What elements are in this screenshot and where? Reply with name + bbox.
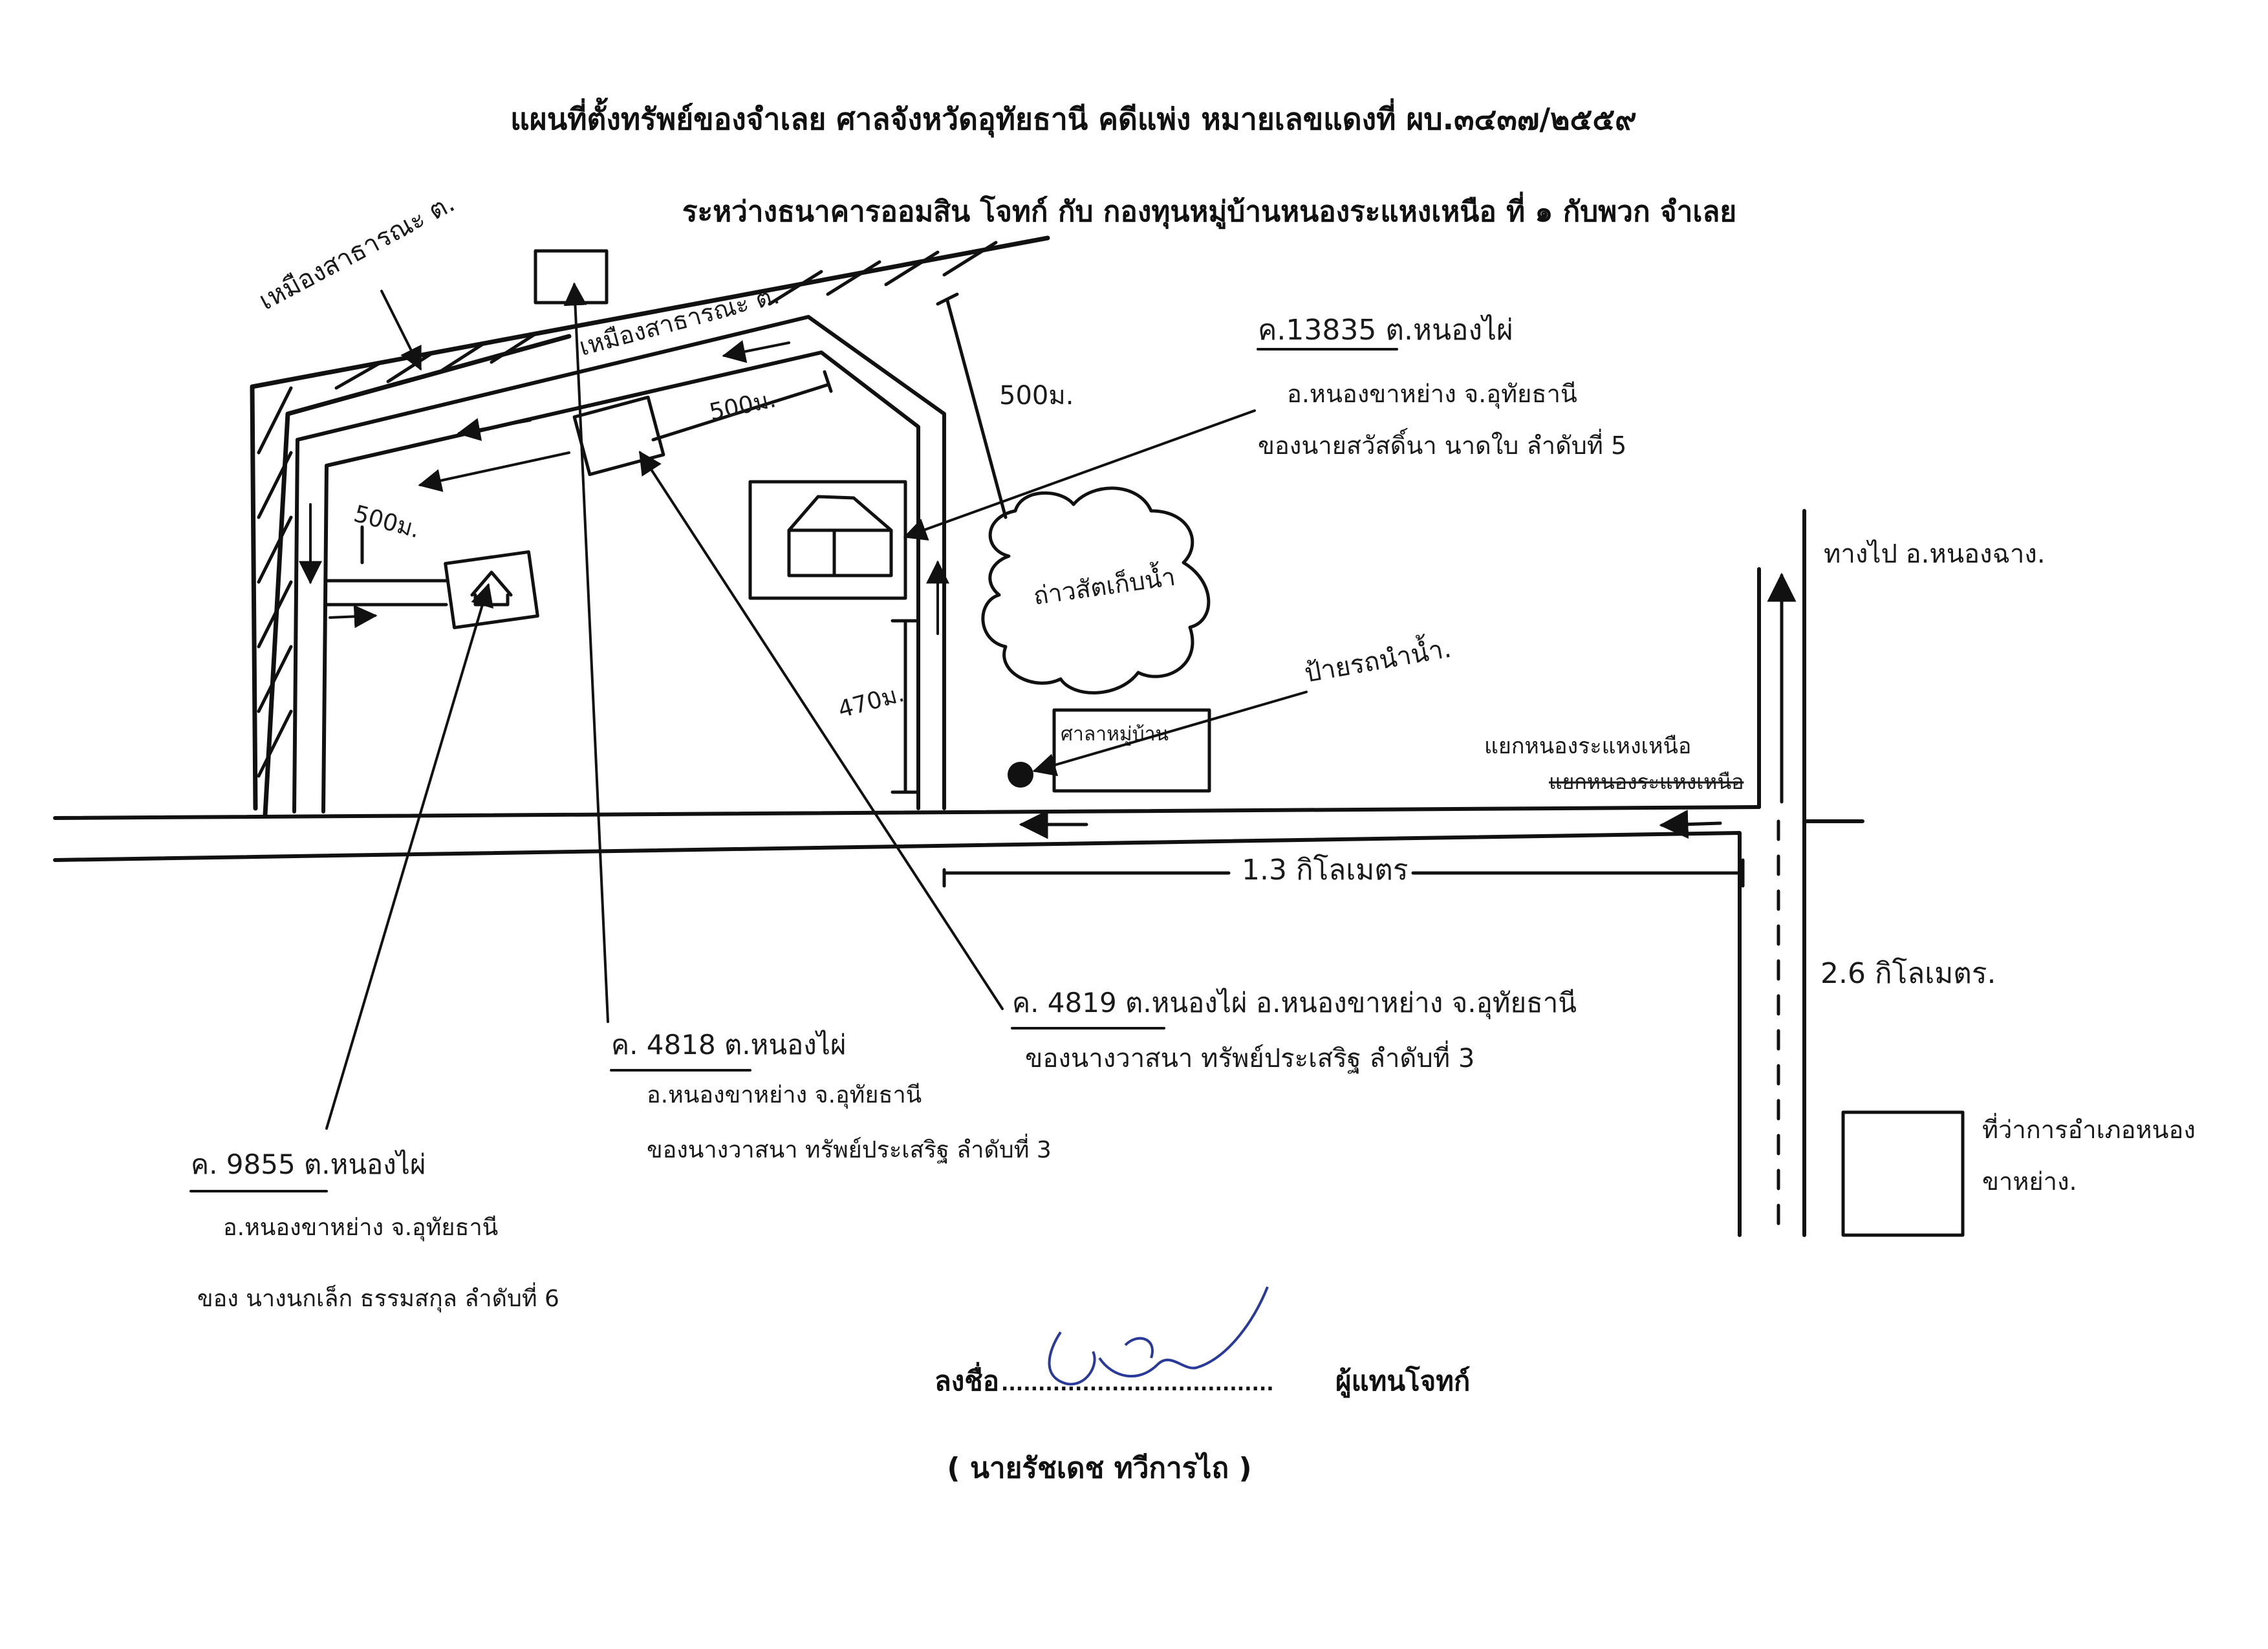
parcel-4819-line2: ของนางวาสนา ทรัพย์ประเสริฐ ลำดับที่ 3 (1025, 1040, 1474, 1074)
parcel-box-13835 (748, 480, 907, 600)
parcel-4818-line3: ของนางวาสนา ทรัพย์ประเสริฐ ลำดับที่ 3 (647, 1134, 1052, 1164)
parcel-box-9855 (444, 550, 539, 630)
signature-block: ลงชื่อ .................................… (934, 1286, 1470, 1485)
dist-470-label: 470ม. (836, 680, 907, 723)
parcel-caption-4818: ค. 4818 ต.หนองไผ่ อ.หนองขาหย่าง จ.อุทัยธ… (610, 1029, 1052, 1164)
bus-stop: ป้ายรถนำน้ำ. (1008, 629, 1454, 788)
parcel-13835-line3: ของนายสวัสดิ์นา นาดใบ ลำดับที่ 5 (1258, 427, 1626, 460)
water-tank-label: ถ่าวสัตเก็บน้ำ (1031, 559, 1177, 610)
parcel-box-4819 (572, 395, 665, 477)
signer-name: ( นายรัชเดช ทวีการไถ ) (947, 1451, 1251, 1485)
page-title: แผนที่ตั้งทรัพย์ของจำเลย ศาลจังหวัดอุทัย… (510, 97, 1637, 138)
dist-1-3-label: 1.3 กิโลเมตร (1242, 854, 1408, 887)
parcel-4818-line2: อ.หนองขาหย่าง จ.อุทัยธานี (647, 1082, 922, 1109)
parcel-4819-line1: ค. 4819 ต.หนองไผ่ อ.หนองขาหย่าง จ.อุทัยธ… (1012, 987, 1577, 1020)
parcel-9855-line1: ค. 9855 ต.หนองไผ่ (191, 1148, 426, 1180)
signature-prefix: ลงชื่อ (934, 1362, 999, 1397)
district-office-line2: ขาหย่าง. (1982, 1167, 2077, 1196)
parcel-caption-9855: ค. 9855 ต.หนองไผ่ อ.หนองขาหย่าง จ.อุทัยธ… (189, 1148, 559, 1313)
water-tank: ถ่าวสัตเก็บน้ำ (981, 486, 1211, 695)
parcel-caption-4819: ค. 4819 ต.หนองไผ่ อ.หนองขาหย่าง จ.อุทัยธ… (1011, 987, 1577, 1074)
parcel-13835-line2: อ.หนองขาหย่าง จ.อุทัยธานี (1287, 380, 1577, 409)
parcel-9855-line3: ของ นางนกเล็ก ธรรมสกุล ลำดับที่ 6 (197, 1282, 559, 1313)
signature-role: ผู้แทนโจทก์ (1335, 1365, 1470, 1398)
to-district-label: ทางไป อ.หนองฉาง. (1824, 539, 2046, 569)
pavilion: ศาลาหมู่บ้าน (1052, 708, 1211, 793)
public-land-band: เหมืองสาธารณะ ต. เหมืองสาธารณะ ต. (250, 188, 1050, 817)
bus-stop-label: ป้ายรถนำน้ำ. (1302, 629, 1454, 689)
parcel-box-4818 (534, 249, 609, 305)
parcel-caption-13835: ค.13835 ต.หนองไผ่ อ.หนองขาหย่าง จ.อุทัยธ… (1257, 314, 1626, 460)
junction-label-struck: แยกหนองระแหงเหนือ (1549, 770, 1744, 794)
pavilion-label: ศาลาหมู่บ้าน (1061, 723, 1169, 746)
parcel-9855-line2: อ.หนองขาหย่าง จ.อุทัยธานี (223, 1214, 498, 1242)
dist-2-6-label: 2.6 กิโลเมตร. (1820, 957, 1996, 990)
main-road (53, 509, 1864, 1237)
handwritten-signature (1048, 1286, 1269, 1386)
side-road-arrow (329, 605, 378, 629)
public-land-label-outer: เหมืองสาธารณะ ต. (254, 188, 460, 316)
district-office: ที่ว่าการอำเภอหนอง ขาหย่าง. (1841, 1110, 2196, 1237)
house-icon (787, 495, 893, 577)
parcel-4818-line1: ค. 4818 ต.หนองไผ่ (611, 1029, 847, 1061)
village-road-loop (292, 315, 949, 814)
parcel-13835-line1: ค.13835 ต.หนองไผ่ (1258, 314, 1513, 347)
dimension-lines (360, 292, 1745, 888)
leader-lines (325, 282, 1256, 1130)
page-subtitle: ระหว่างธนาคารออมสิน โจทก์ กับ กองทุนหมู่… (682, 191, 1736, 230)
dist-500-right-label: 500ม. (999, 381, 1074, 411)
dist-500-top-label: 500ม. (707, 386, 778, 426)
junction-label: แยกหนองระแหงเหนือ (1484, 733, 1691, 759)
side-road (325, 579, 448, 607)
house-icon (470, 570, 513, 607)
district-office-line1: ที่ว่าการอำเภอหนอง (1982, 1113, 2196, 1144)
